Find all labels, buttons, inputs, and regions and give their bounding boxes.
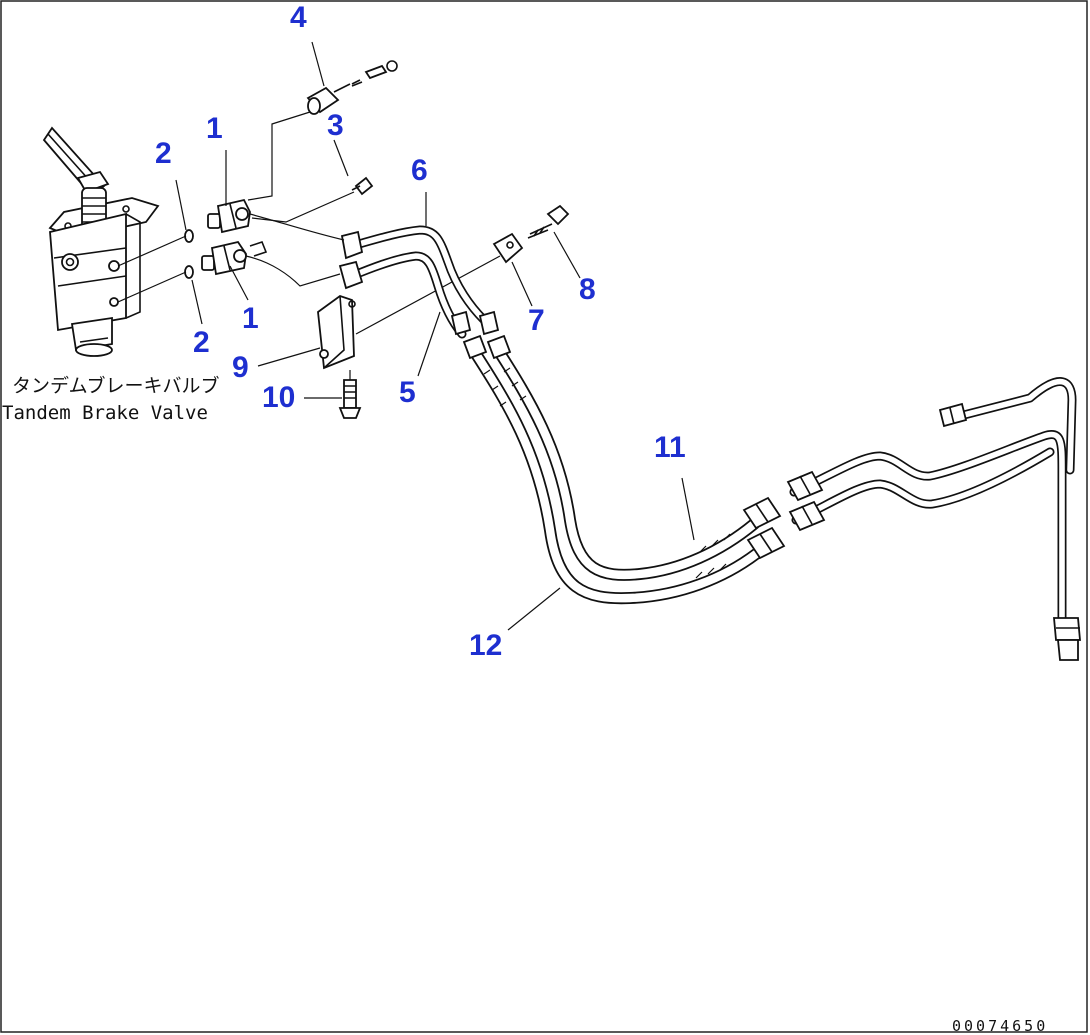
callout-1-upper: 1 — [206, 112, 223, 145]
callout-leaders — [175, 41, 695, 631]
callout-3: 3 — [327, 109, 344, 142]
callout-8: 8 — [579, 273, 596, 306]
callout-12: 12 — [469, 629, 502, 662]
brake-tubes — [245, 213, 500, 339]
brake-hoses — [462, 334, 786, 605]
callout-9: 9 — [232, 351, 249, 384]
tandem-brake-valve — [42, 126, 160, 357]
callout-6: 6 — [411, 154, 428, 187]
pressure-switch — [247, 60, 398, 201]
plug — [251, 176, 374, 223]
callout-10: 10 — [262, 381, 295, 414]
caption-japanese: タンデムブレーキバルブ — [12, 374, 219, 397]
document-number: 00074650 — [952, 1017, 1048, 1035]
callout-2-lower: 2 — [193, 326, 210, 359]
callout-4: 4 — [290, 1, 307, 34]
callout-1-lower: 1 — [242, 302, 259, 335]
elbow-connectors — [201, 198, 268, 276]
callout-11: 11 — [654, 431, 686, 464]
rear-brake-tubes — [786, 377, 1081, 661]
o-ring-parts — [117, 229, 194, 303]
caption-english: Tandem Brake Valve — [2, 402, 208, 424]
bolt-and-clamp — [355, 204, 570, 335]
callout-2-upper: 2 — [155, 137, 172, 170]
callout-7: 7 — [528, 304, 545, 337]
callout-5: 5 — [399, 376, 416, 409]
bracket — [317, 294, 362, 419]
